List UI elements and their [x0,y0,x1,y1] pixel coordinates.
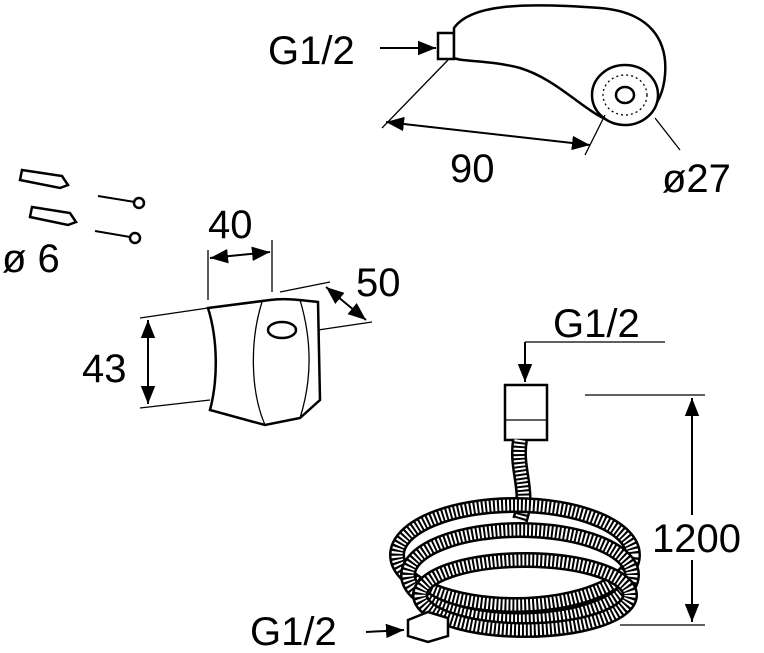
dimension-extension-line [317,321,373,331]
length-dimension-line [385,116,591,151]
label-background [650,515,760,560]
dimension-extension-line [279,281,331,293]
fixing-diameter-label: ø 6 [2,237,60,281]
hose-length-label: 1200 [652,517,741,561]
hose-top-thread-label: G1/2 [553,302,640,346]
wall-bracket [206,297,322,427]
shower-hose [389,383,641,644]
shower-length-label: 90 [450,147,495,191]
depth-dimension-line [325,286,367,321]
bracket-width-label: 40 [208,203,253,247]
diameter-leader [654,117,681,151]
dimension-extension-line [139,399,211,409]
wall-plugs-and-screws [18,168,146,245]
width-dimension-line [209,246,271,264]
shower-diameter-label: ø27 [662,157,731,201]
dimension-extension-line [381,59,449,129]
bracket-depth-label: 50 [356,261,401,305]
hose-bottom-thread-arrow [365,623,405,639]
hand-shower [436,4,667,127]
shower-thread-label: G1/2 [268,29,355,73]
dimension-extension-line [139,307,209,319]
hose-bottom-thread-label: G1/2 [250,610,337,653]
bracket-height-label: 43 [82,347,127,391]
dimension-extension-line [584,114,606,156]
